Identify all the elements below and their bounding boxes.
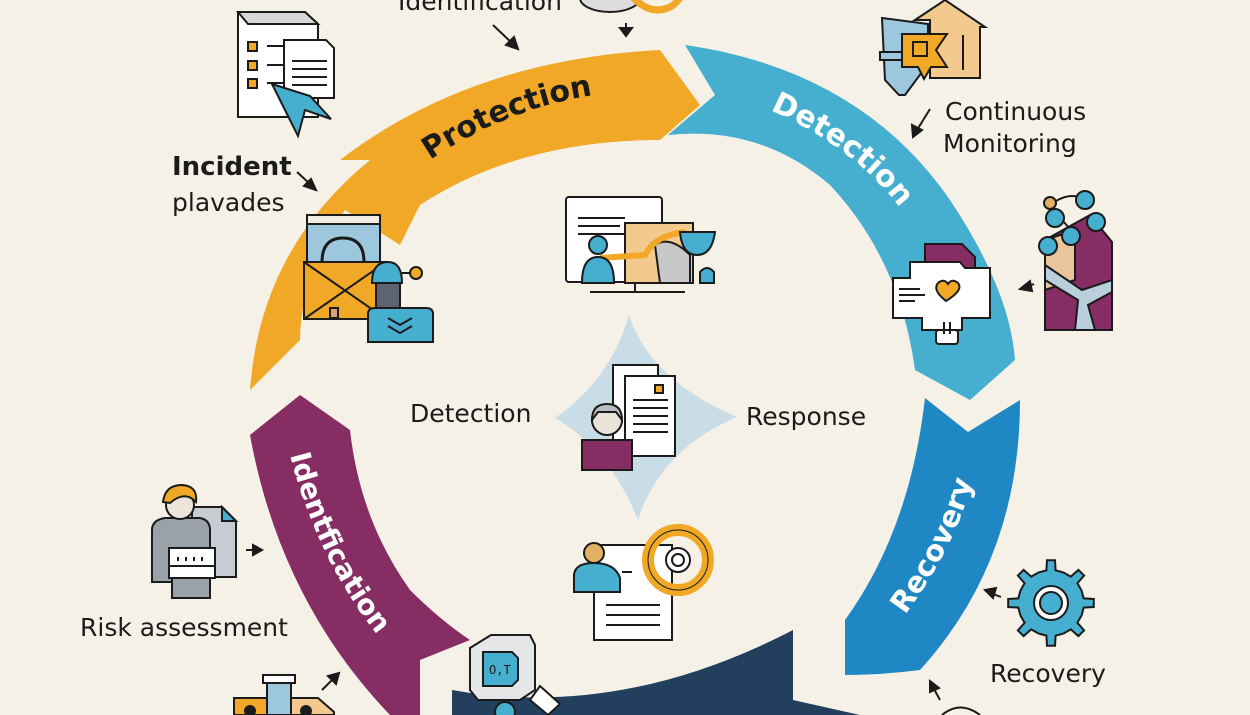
annotation-incident-subtitle: plavades: [172, 188, 285, 217]
annotation-incident-title: Incident: [172, 152, 292, 182]
ai-refresh-icon: [579, 0, 683, 14]
annotation-monitoring: Monitoring: [943, 129, 1077, 158]
checklist-document-icon: [235, 11, 335, 139]
center-label-detection: Detection: [410, 399, 532, 428]
arc-identification: [250, 395, 470, 715]
lock-box-operator-icon: [303, 214, 434, 343]
gear-icon: [1007, 559, 1095, 647]
arrow-icon: [618, 23, 634, 38]
annotation-risk-assessment: Risk assessment: [80, 613, 288, 642]
presentation-monitor-icon: [565, 196, 717, 293]
partial-circle-icon: [941, 706, 981, 715]
arrow-icon: [246, 543, 265, 557]
svg-text:O,T: O,T: [489, 663, 511, 677]
arrow-icon: [1017, 279, 1035, 293]
annotation-identification: Identification: [398, 0, 562, 16]
arrow-icon: [321, 671, 341, 691]
shield-house-icon: [879, 0, 989, 96]
person-target-document-icon: [573, 524, 714, 641]
arc-protection: [250, 50, 700, 390]
network-person-icon: [1038, 190, 1113, 331]
center-label-response: Response: [746, 402, 867, 431]
arrow-icon: [982, 586, 1002, 600]
factory-icon: [233, 674, 335, 715]
person-document-icon: [581, 364, 676, 471]
annotation-recovery: Recovery: [990, 659, 1106, 688]
arrow-icon: [296, 171, 318, 192]
arrow-icon: [492, 24, 520, 51]
robot-shield-icon: O,T: [469, 634, 562, 715]
arrow-icon: [910, 108, 931, 139]
arc-recovery: [845, 398, 1020, 675]
arrow-icon: [929, 678, 941, 701]
heart-document-bulb-icon: [892, 243, 991, 345]
arc-response: [452, 630, 860, 715]
annotation-continuous: Continuous: [945, 97, 1087, 126]
risk-assessor-icon: [151, 483, 239, 599]
